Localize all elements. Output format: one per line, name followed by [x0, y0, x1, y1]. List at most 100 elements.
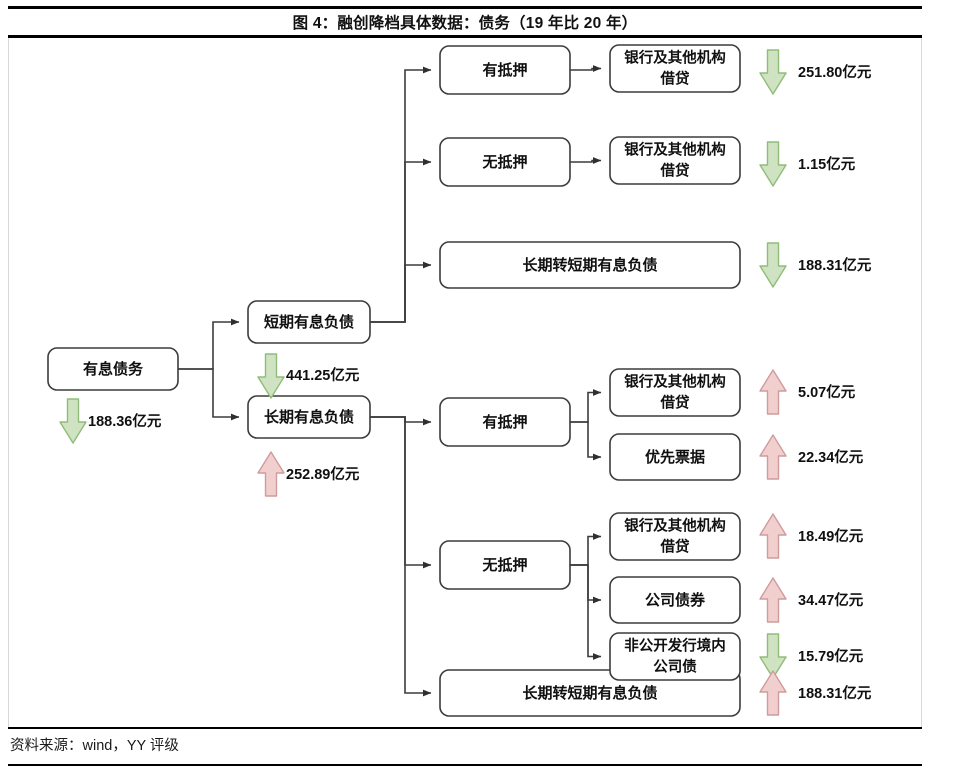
indicator-st-secured-bank-change: 251.80亿元: [759, 49, 872, 95]
node-box: [247, 395, 371, 439]
indicator-value: 188.36亿元: [88, 412, 162, 430]
node-label: 有息债务: [83, 360, 144, 378]
figure-title: 图 4：融创降档具体数据：债务（19 年比 20 年）: [292, 15, 638, 32]
node-box: [439, 540, 571, 590]
node-box: [439, 45, 571, 95]
node-lt-unsec-bond[interactable]: 公司债券: [609, 576, 741, 624]
edge-long-to-lt2st: [370, 416, 432, 697]
node-box: [439, 241, 741, 289]
indicator-value: 1.15亿元: [798, 155, 856, 173]
edge-st-secured-to-bank: [570, 65, 602, 72]
node-box: [609, 433, 741, 481]
arrow-down-icon: [759, 49, 787, 95]
frame-left-border: [8, 38, 9, 728]
title-rule-top: [8, 6, 922, 9]
node-box: [247, 300, 371, 344]
node-label-line1: 银行及其他机构: [624, 516, 726, 534]
arrow-down-icon: [759, 633, 787, 679]
indicator-value: 252.89亿元: [286, 465, 360, 483]
node-label-line2: 借贷: [660, 393, 690, 411]
node-lt-sec-notes[interactable]: 优先票据: [609, 433, 741, 481]
node-label-line2: 公司债: [653, 657, 697, 675]
node-st-secured[interactable]: 有抵押: [439, 45, 571, 95]
edge-lt-secured-to-notes: [570, 421, 602, 461]
debt-flow-diagram: 有息债务短期有息负债长期有息负债有抵押无抵押长期转短期有息负债银行及其他机构借贷…: [47, 44, 872, 717]
arrow-down-icon: [759, 242, 787, 288]
node-long-term[interactable]: 长期有息负债: [247, 395, 371, 439]
node-lt-unsecured[interactable]: 无抵押: [439, 540, 571, 590]
node-label: 公司债券: [645, 591, 706, 609]
indicator-value: 188.31亿元: [798, 256, 872, 274]
indicator-value: 188.31亿元: [798, 684, 872, 702]
arrow-up-icon: [759, 513, 787, 559]
edge-short-to-lt2st: [370, 261, 432, 323]
node-label-line2: 借贷: [660, 161, 690, 179]
indicator-value: 22.34亿元: [798, 448, 864, 466]
indicator-lt-lt2st-change: 188.31亿元: [759, 670, 872, 716]
title-rule-bottom: [8, 35, 922, 38]
node-st-unsecured[interactable]: 无抵押: [439, 137, 571, 187]
node-label-line2: 借贷: [660, 537, 690, 555]
node-label: 长期转短期有息负债: [522, 684, 657, 702]
indicator-st-unsecured-bank-change: 1.15亿元: [759, 141, 856, 187]
arrow-up-icon: [759, 670, 787, 716]
indicator-lt-sec-bank-change: 5.07亿元: [759, 369, 856, 415]
node-label-line1: 银行及其他机构: [624, 48, 726, 66]
indicator-value: 34.47亿元: [798, 591, 864, 609]
figure-source: 资料来源：wind，YY 评级: [10, 738, 179, 754]
arrow-up-icon: [759, 577, 787, 623]
edge-st-unsecured-to-bank: [570, 157, 602, 164]
node-label: 长期有息负债: [264, 408, 354, 426]
arrow-down-icon: [759, 141, 787, 187]
arrow-up-icon: [759, 369, 787, 415]
indicator-value: 18.49亿元: [798, 527, 864, 545]
indicator-long-term-change: 252.89亿元: [257, 451, 360, 497]
node-box: [439, 397, 571, 447]
indicator-value: 251.80亿元: [798, 63, 872, 81]
node-box: [609, 368, 741, 417]
arrow-up-icon: [257, 451, 285, 497]
arrow-down-icon: [59, 398, 87, 444]
node-box: [47, 347, 179, 391]
node-label: 短期有息负债: [264, 313, 354, 331]
node-box: [609, 512, 741, 561]
node-lt-lt2st[interactable]: 长期转短期有息负债: [439, 669, 741, 717]
edge-short-to-unsecured: [370, 158, 432, 323]
node-box: [439, 137, 571, 187]
indicator-value: 5.07亿元: [798, 383, 856, 401]
indicator-value: 441.25亿元: [286, 366, 360, 384]
indicator-lt-unsec-bond-change: 34.47亿元: [759, 577, 864, 623]
node-short-term[interactable]: 短期有息负债: [247, 300, 371, 344]
edge-lt-unsecured-to-private: [570, 564, 602, 660]
node-label-line1: 银行及其他机构: [624, 372, 726, 390]
footer-rule-bottom: [8, 764, 922, 766]
footer-rule-top: [8, 727, 922, 729]
node-box: [609, 632, 741, 681]
node-lt-secured[interactable]: 有抵押: [439, 397, 571, 447]
node-box: [609, 44, 741, 93]
indicator-root-change: 188.36亿元: [59, 398, 162, 444]
edge-root-to-long-term: [178, 368, 240, 421]
edge-lt-unsecured-to-bond: [570, 564, 602, 604]
indicator-lt-sec-notes-change: 22.34亿元: [759, 434, 864, 480]
indicator-value: 15.79亿元: [798, 647, 864, 665]
node-label-line2: 借贷: [660, 69, 690, 87]
edge-short-to-secured: [370, 66, 432, 323]
node-label-line1: 非公开发行境内: [624, 636, 726, 654]
nodes-group: 有息债务短期有息负债长期有息负债有抵押无抵押长期转短期有息负债银行及其他机构借贷…: [47, 44, 741, 717]
indicator-st-lt2st-change: 188.31亿元: [759, 242, 872, 288]
edge-long-to-unsecured: [370, 416, 432, 569]
node-root[interactable]: 有息债务: [47, 347, 179, 391]
edge-lt-unsecured-to-bank: [570, 533, 602, 566]
node-label: 无抵押: [481, 556, 527, 574]
indicators-group: 188.36亿元 441.25亿元 252.89亿元 251.80亿元 1.15亿元 18…: [59, 49, 872, 716]
arrow-down-icon: [257, 353, 285, 399]
frame-right-border: [921, 38, 922, 728]
node-st-lt2st[interactable]: 长期转短期有息负债: [439, 241, 741, 289]
